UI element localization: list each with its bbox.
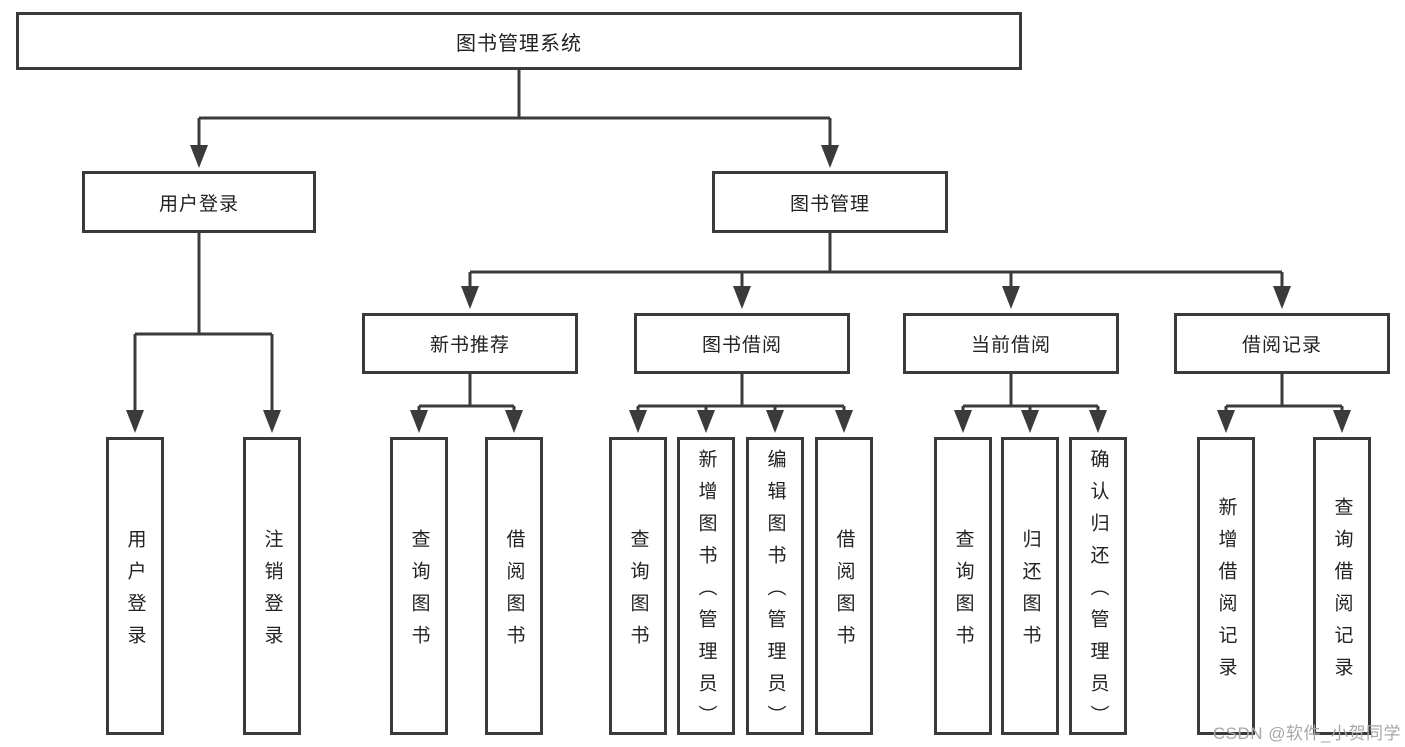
node-label: 查询图书: [952, 528, 974, 657]
node-label: 查询图书: [627, 528, 649, 657]
arrow-down-icon: [505, 410, 523, 433]
node-book-borrow: 图书借阅: [634, 313, 850, 374]
node-label: 新增图书（管理员）: [695, 448, 717, 737]
leaf-recommend-borrow-book: 借阅图书: [485, 437, 543, 735]
leaf-current-return-book: 归还图书: [1001, 437, 1059, 735]
node-user-login: 用户登录: [82, 171, 316, 233]
leaf-current-confirm-return-admin: 确认归还（管理员）: [1069, 437, 1127, 737]
connector-user-login-children: [126, 233, 281, 433]
leaf-user-login: 用户登录: [106, 437, 164, 735]
node-label: 借阅图书: [833, 528, 855, 657]
arrow-down-icon: [1002, 286, 1020, 309]
node-label: 归还图书: [1019, 528, 1041, 657]
watermark: CSDN @软件_小贺同学: [1212, 724, 1401, 743]
leaf-borrow-edit-book-admin: 编辑图书（管理员）: [746, 437, 804, 737]
connector-borrow-records-children: [1217, 374, 1351, 433]
arrow-down-icon: [461, 286, 479, 309]
arrow-down-icon: [835, 410, 853, 433]
arrow-down-icon: [1021, 410, 1039, 433]
connector-root-to-level2: [190, 70, 839, 168]
node-label: 查询借阅记录: [1331, 496, 1353, 689]
node-label: 新增借阅记录: [1215, 496, 1237, 689]
connector-current-borrow-children: [954, 374, 1107, 433]
node-borrow-records: 借阅记录: [1174, 313, 1390, 374]
node-book-management: 图书管理: [712, 171, 948, 233]
leaf-records-query-record: 查询借阅记录: [1313, 437, 1371, 735]
connector-book-borrow-children: [629, 374, 853, 433]
arrow-down-icon: [766, 410, 784, 433]
leaf-borrow-add-book-admin: 新增图书（管理员）: [677, 437, 735, 737]
arrow-down-icon: [821, 145, 839, 168]
arrow-down-icon: [126, 410, 144, 433]
node-root: 图书管理系统: [16, 12, 1022, 70]
arrow-down-icon: [629, 410, 647, 433]
node-current-borrow: 当前借阅: [903, 313, 1119, 374]
leaf-logout: 注销登录: [243, 437, 301, 735]
arrow-down-icon: [190, 145, 208, 168]
node-label: 确认归还（管理员）: [1087, 448, 1109, 737]
node-new-book-recommend: 新书推荐: [362, 313, 578, 374]
arrow-down-icon: [954, 410, 972, 433]
arrow-down-icon: [410, 410, 428, 433]
arrow-down-icon: [263, 410, 281, 433]
node-label: 查询图书: [408, 528, 430, 657]
node-label: 编辑图书（管理员）: [764, 448, 786, 737]
arrow-down-icon: [1273, 286, 1291, 309]
arrow-down-icon: [733, 286, 751, 309]
leaf-records-add-record: 新增借阅记录: [1197, 437, 1255, 735]
node-label: 用户登录: [124, 528, 146, 657]
node-label: 注销登录: [261, 528, 283, 657]
arrow-down-icon: [1089, 410, 1107, 433]
connector-new-book-recommend-children: [410, 374, 523, 433]
arrow-down-icon: [1217, 410, 1235, 433]
arrow-down-icon: [697, 410, 715, 433]
connector-book-management-children: [461, 233, 1291, 309]
leaf-recommend-query-book: 查询图书: [390, 437, 448, 735]
node-label: 借阅图书: [503, 528, 525, 657]
leaf-borrow-query-book: 查询图书: [609, 437, 667, 735]
leaf-borrow-borrow-book: 借阅图书: [815, 437, 873, 735]
arrow-down-icon: [1333, 410, 1351, 433]
leaf-current-query-book: 查询图书: [934, 437, 992, 735]
